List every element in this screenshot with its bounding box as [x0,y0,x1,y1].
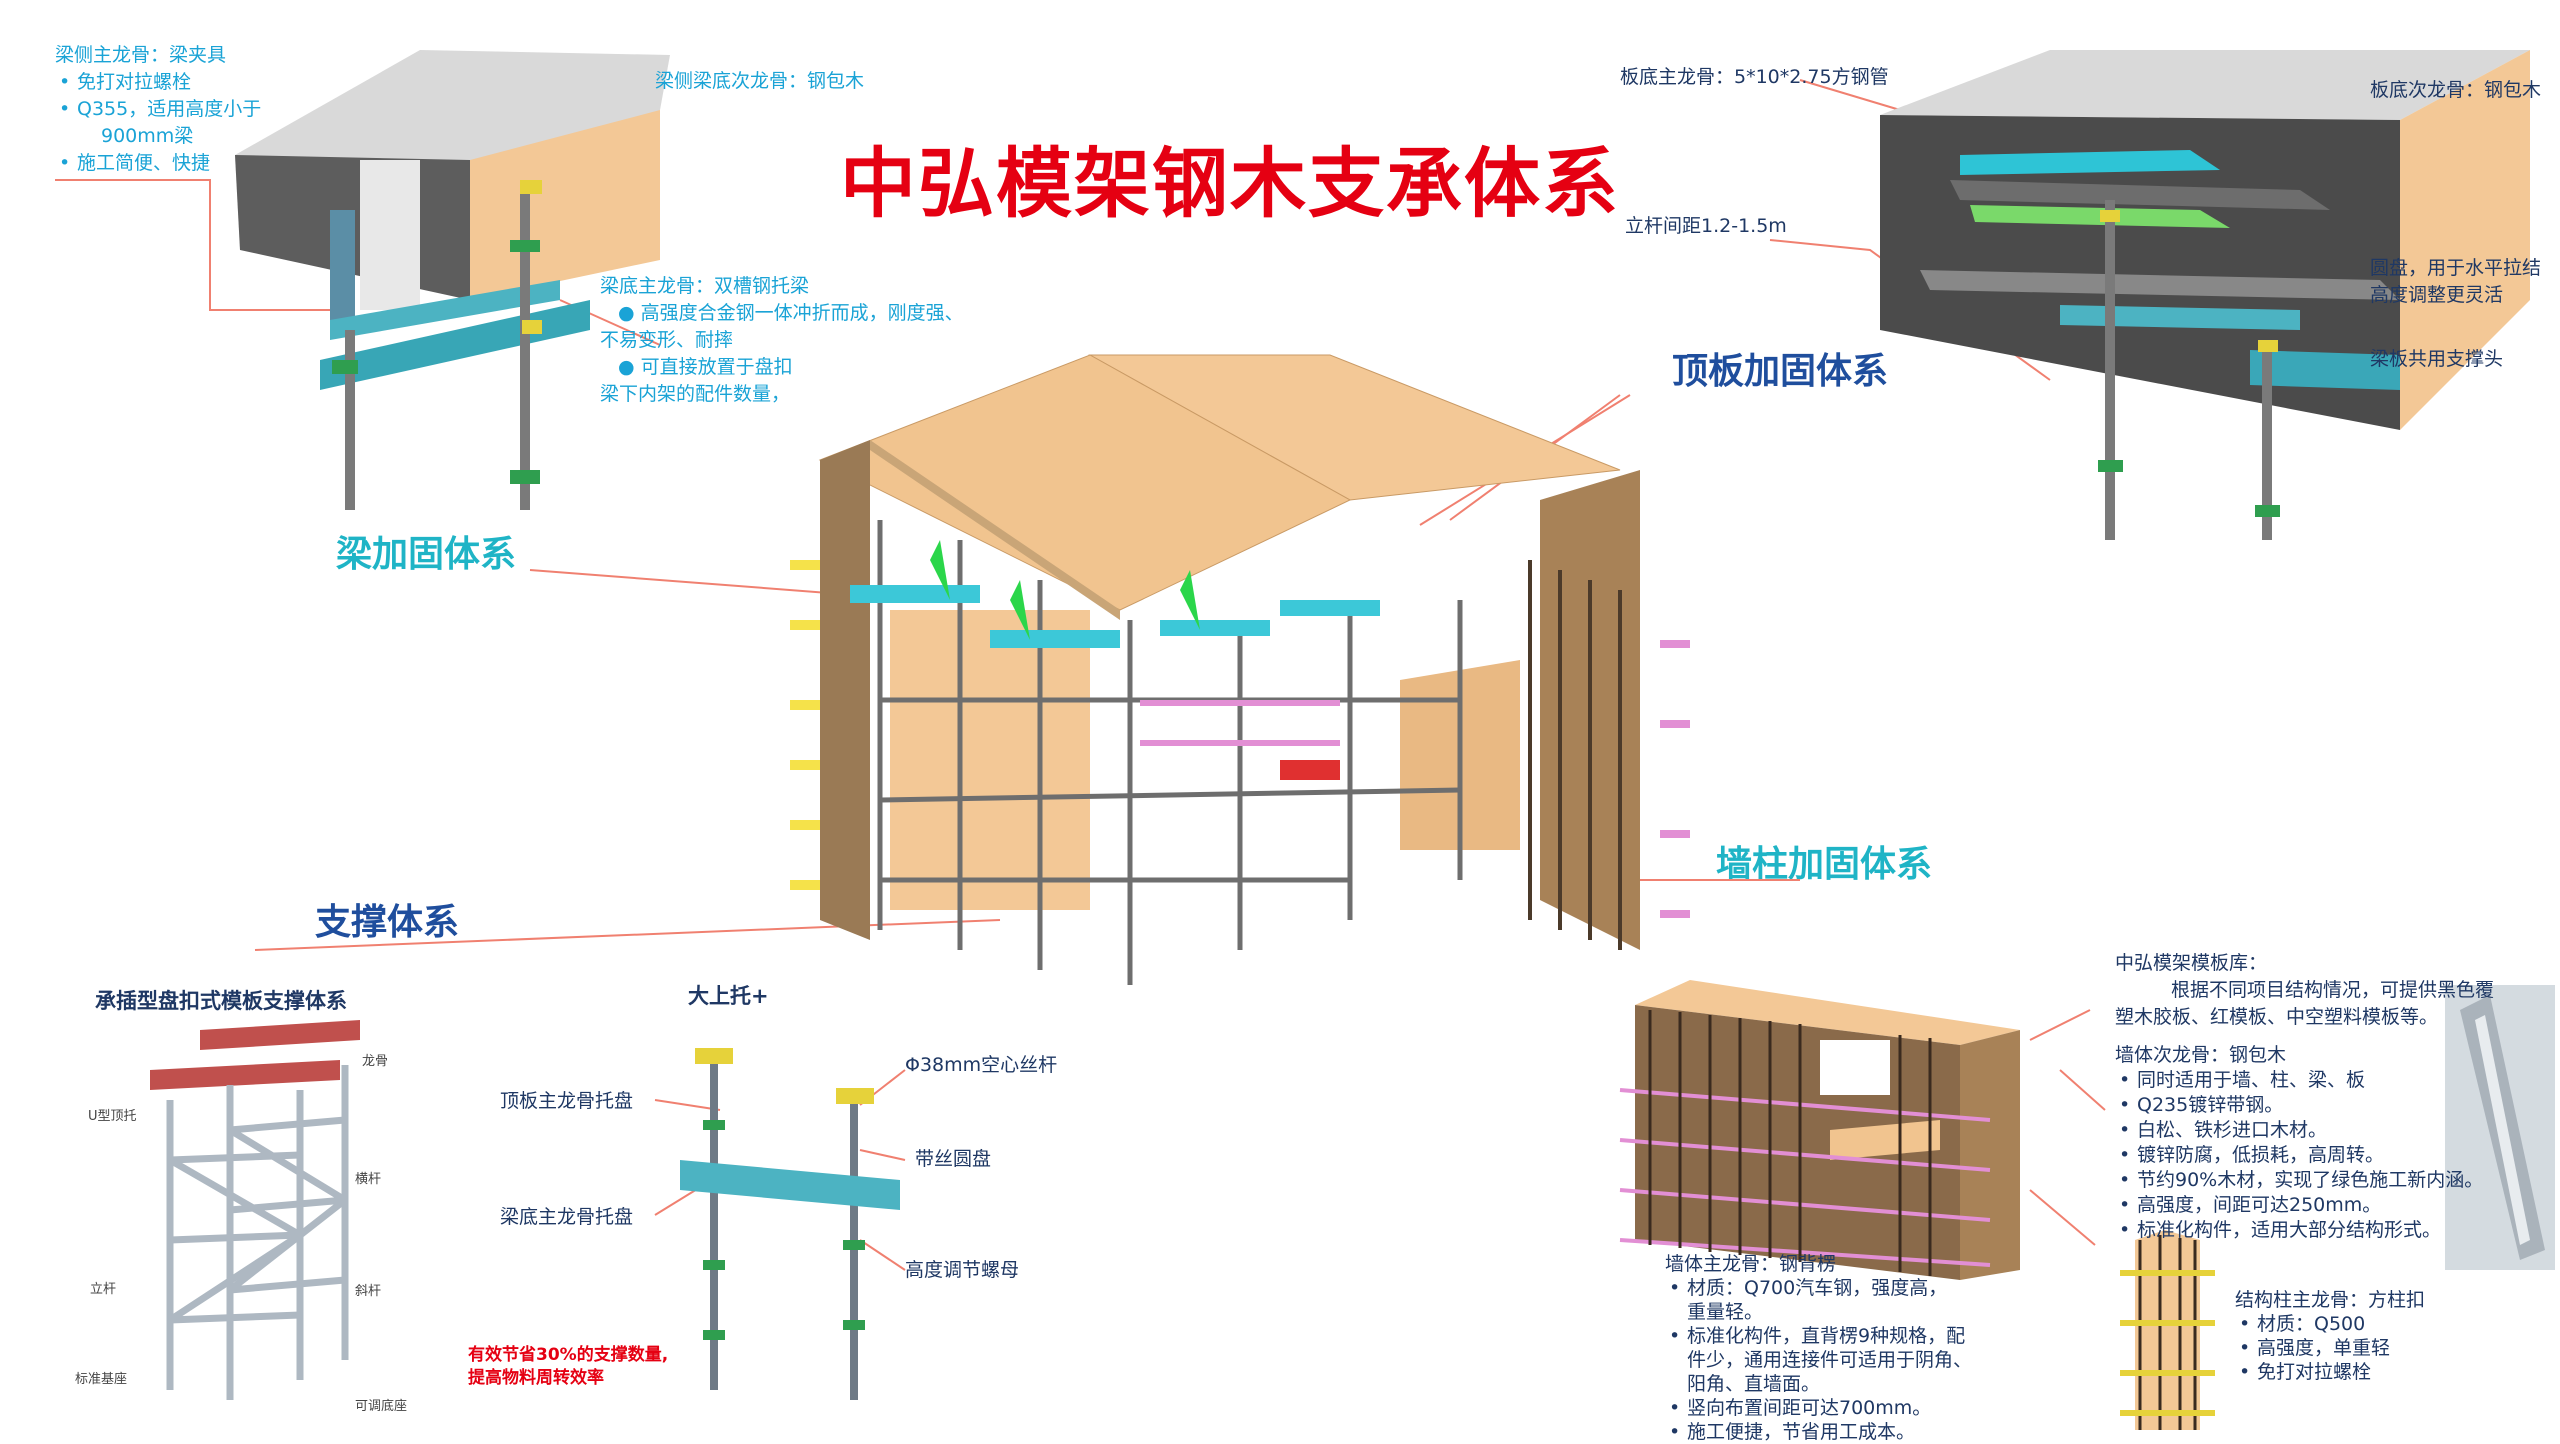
library-title: 中弘模架模板库： [2115,952,2268,974]
list-item: 同时适用于墙、柱、梁、板 [2119,1068,2483,1093]
heading-wall: 墙柱加固体系 [1716,844,1933,885]
list-item-text: 可直接放置于盘扣 [640,356,793,378]
heading-beam: 梁加固体系 [336,534,517,575]
beam-bottom-main-label: 梁底主龙骨：双槽钢托梁 ● 高强度合金钢一体冲折而成，刚度强、 不易变形、耐摔 … [600,273,964,408]
library-label: 中弘模架模板库： 根据不同项目结构情况，可提供黑色覆 塑木胶板、红模板、中空塑料… [2115,950,2494,1031]
list-item: 高强度，间距可达250mm。 [2119,1193,2483,1218]
support-system-title: 承插型盘扣式模板支撑体系 [95,989,347,1013]
page-title: 中弘模架钢木支承体系 [840,139,1620,228]
disk-label-line: 圆盘，用于水平拉结 [2370,257,2542,279]
list-item-continuation: 900mm梁 [101,125,194,147]
library-line: 塑木胶板、红模板、中空塑料模板等。 [2115,1006,2439,1028]
scaffold-label-adjustable-base: 可调底座 [355,1399,408,1414]
list-item: 白松、铁杉进口木材。 [2119,1118,2483,1143]
scaffold-figure [150,1020,360,1400]
list-item: 件少，通用连接件可适用于阴角、 [1687,1348,1972,1372]
list-item: ● 可直接放置于盘扣 [618,356,793,378]
scaffold-label-horizontal: 横杆 [355,1172,382,1187]
list-item: 免打对拉螺栓 [2239,1360,2425,1384]
wall-secondary-label: 墙体次龙骨：钢包木 同时适用于墙、柱、梁、板 Q235镀锌带钢。 白松、铁杉进口… [2115,1043,2483,1243]
list-item-continuation: 件少，通用连接件可适用于阴角、 [1687,1349,1973,1371]
scaffold-label-u-head: U型顶托 [88,1109,137,1124]
slab-bottom-secondary-label: 板底次龙骨：钢包木 [2370,79,2542,101]
list-item: 标准化构件，适用大部分结构形式。 [2119,1218,2483,1243]
list-item: 材质：Q700汽车钢，强度高， [1669,1276,1972,1300]
shared-head-label: 梁板共用支撑头 [2370,348,2504,370]
column-main-title: 结构柱主龙骨：方柱扣 [2235,1289,2426,1311]
list-item: Q355，适用高度小于 [59,96,261,123]
list-item-text: 高强度合金钢一体冲折而成，刚度强、 [640,302,964,324]
beam-side-secondary-label: 梁侧梁底次龙骨：钢包木 [655,70,865,92]
list-item: 施工简便、快捷 [59,150,261,177]
scaffold-label-diagonal: 斜杆 [355,1284,382,1299]
heading-slab: 顶板加固体系 [1672,351,1889,392]
list-item: 施工便捷，节省用工成本。 [1669,1420,1972,1444]
scaffold-label-pole: 立杆 [90,1282,117,1297]
slab-figure-top-right [1880,50,2530,540]
beam-bottom-main-title: 梁底主龙骨：双槽钢托梁 [600,275,810,297]
list-item-continuation: 不易变形、耐摔 [600,329,734,351]
big-top-title: 大上托+ [688,984,769,1008]
saving-note-line: 有效节省30%的支撑数量, [468,1345,669,1365]
beam-side-main-label: 梁侧主龙骨：梁夹具 免打对拉螺栓 Q355，适用高度小于 900mm梁 施工简便… [55,42,261,177]
wall-formwork-figure [1619,980,2020,1280]
beam-keel-tray-label: 梁底主龙骨托盘 [500,1206,634,1228]
list-item-continuation: 重量轻。 [1687,1301,1764,1323]
column-formwork-figure [2120,1230,2215,1430]
list-item: 高强度，单重轻 [2239,1336,2425,1360]
list-item: 免打对拉螺栓 [59,69,261,96]
threaded-disk-label: 带丝圆盘 [915,1148,992,1170]
saving-note: 有效节省30%的支撑数量, 提高物料周转效率 [468,1344,668,1390]
saving-note-line: 提高物料周转效率 [468,1368,604,1388]
beam-figure-top-left [235,50,670,510]
slab-keel-tray-label: 顶板主龙骨托盘 [500,1090,634,1112]
beam-side-main-title: 梁侧主龙骨：梁夹具 [55,44,227,66]
pole-spacing-label: 立杆间距1.2-1.5m [1625,215,1787,237]
list-item: 重量轻。 [1687,1300,1972,1324]
list-item: ● 高强度合金钢一体冲折而成，刚度强、 [618,302,964,324]
list-item: 标准化构件，直背楞9种规格，配 [1669,1324,1972,1348]
scaffold-label-keel: 龙骨 [362,1054,389,1069]
height-nut-label: 高度调节螺母 [905,1259,1020,1281]
column-main-label: 结构柱主龙骨：方柱扣 材质：Q500 高强度，单重轻 免打对拉螺栓 [2235,1288,2425,1384]
list-item-continuation: 阳角、直墙面。 [1687,1373,1821,1395]
list-item: 材质：Q500 [2239,1312,2425,1336]
disk-label-line: 高度调整更灵活 [2370,284,2504,306]
screw-label: Φ38mm空心丝杆 [905,1054,1058,1076]
list-item: 阳角、直墙面。 [1687,1372,1972,1396]
list-item: 镀锌防腐，低损耗，高周转。 [2119,1143,2483,1168]
wall-secondary-title: 墙体次龙骨：钢包木 [2115,1044,2287,1066]
wall-main-label: 墙体主龙骨：钢背楞 材质：Q700汽车钢，强度高， 重量轻。 标准化构件，直背楞… [1665,1252,1972,1444]
wall-main-title: 墙体主龙骨：钢背楞 [1665,1253,1837,1275]
slab-bottom-main-label: 板底主龙骨：5*10*2.75方钢管 [1620,66,1889,88]
top-support-figure [680,1048,900,1400]
disk-label: 圆盘，用于水平拉结 高度调整更灵活 [2370,255,2541,309]
central-formwork-model [790,354,1690,985]
list-item-continuation: 梁下内架的配件数量， [600,383,791,405]
list-item: Q235镀锌带钢。 [2119,1093,2483,1118]
heading-support: 支撑体系 [315,902,460,943]
list-item: 节约90%木材，实现了绿色施工新内涵。 [2119,1168,2483,1193]
scaffold-label-base: 标准基座 [75,1372,128,1387]
list-item: 竖向布置间距可达700mm。 [1669,1396,1972,1420]
list-item: 900mm梁 [77,123,261,150]
library-line: 根据不同项目结构情况，可提供黑色覆 [2171,979,2495,1001]
